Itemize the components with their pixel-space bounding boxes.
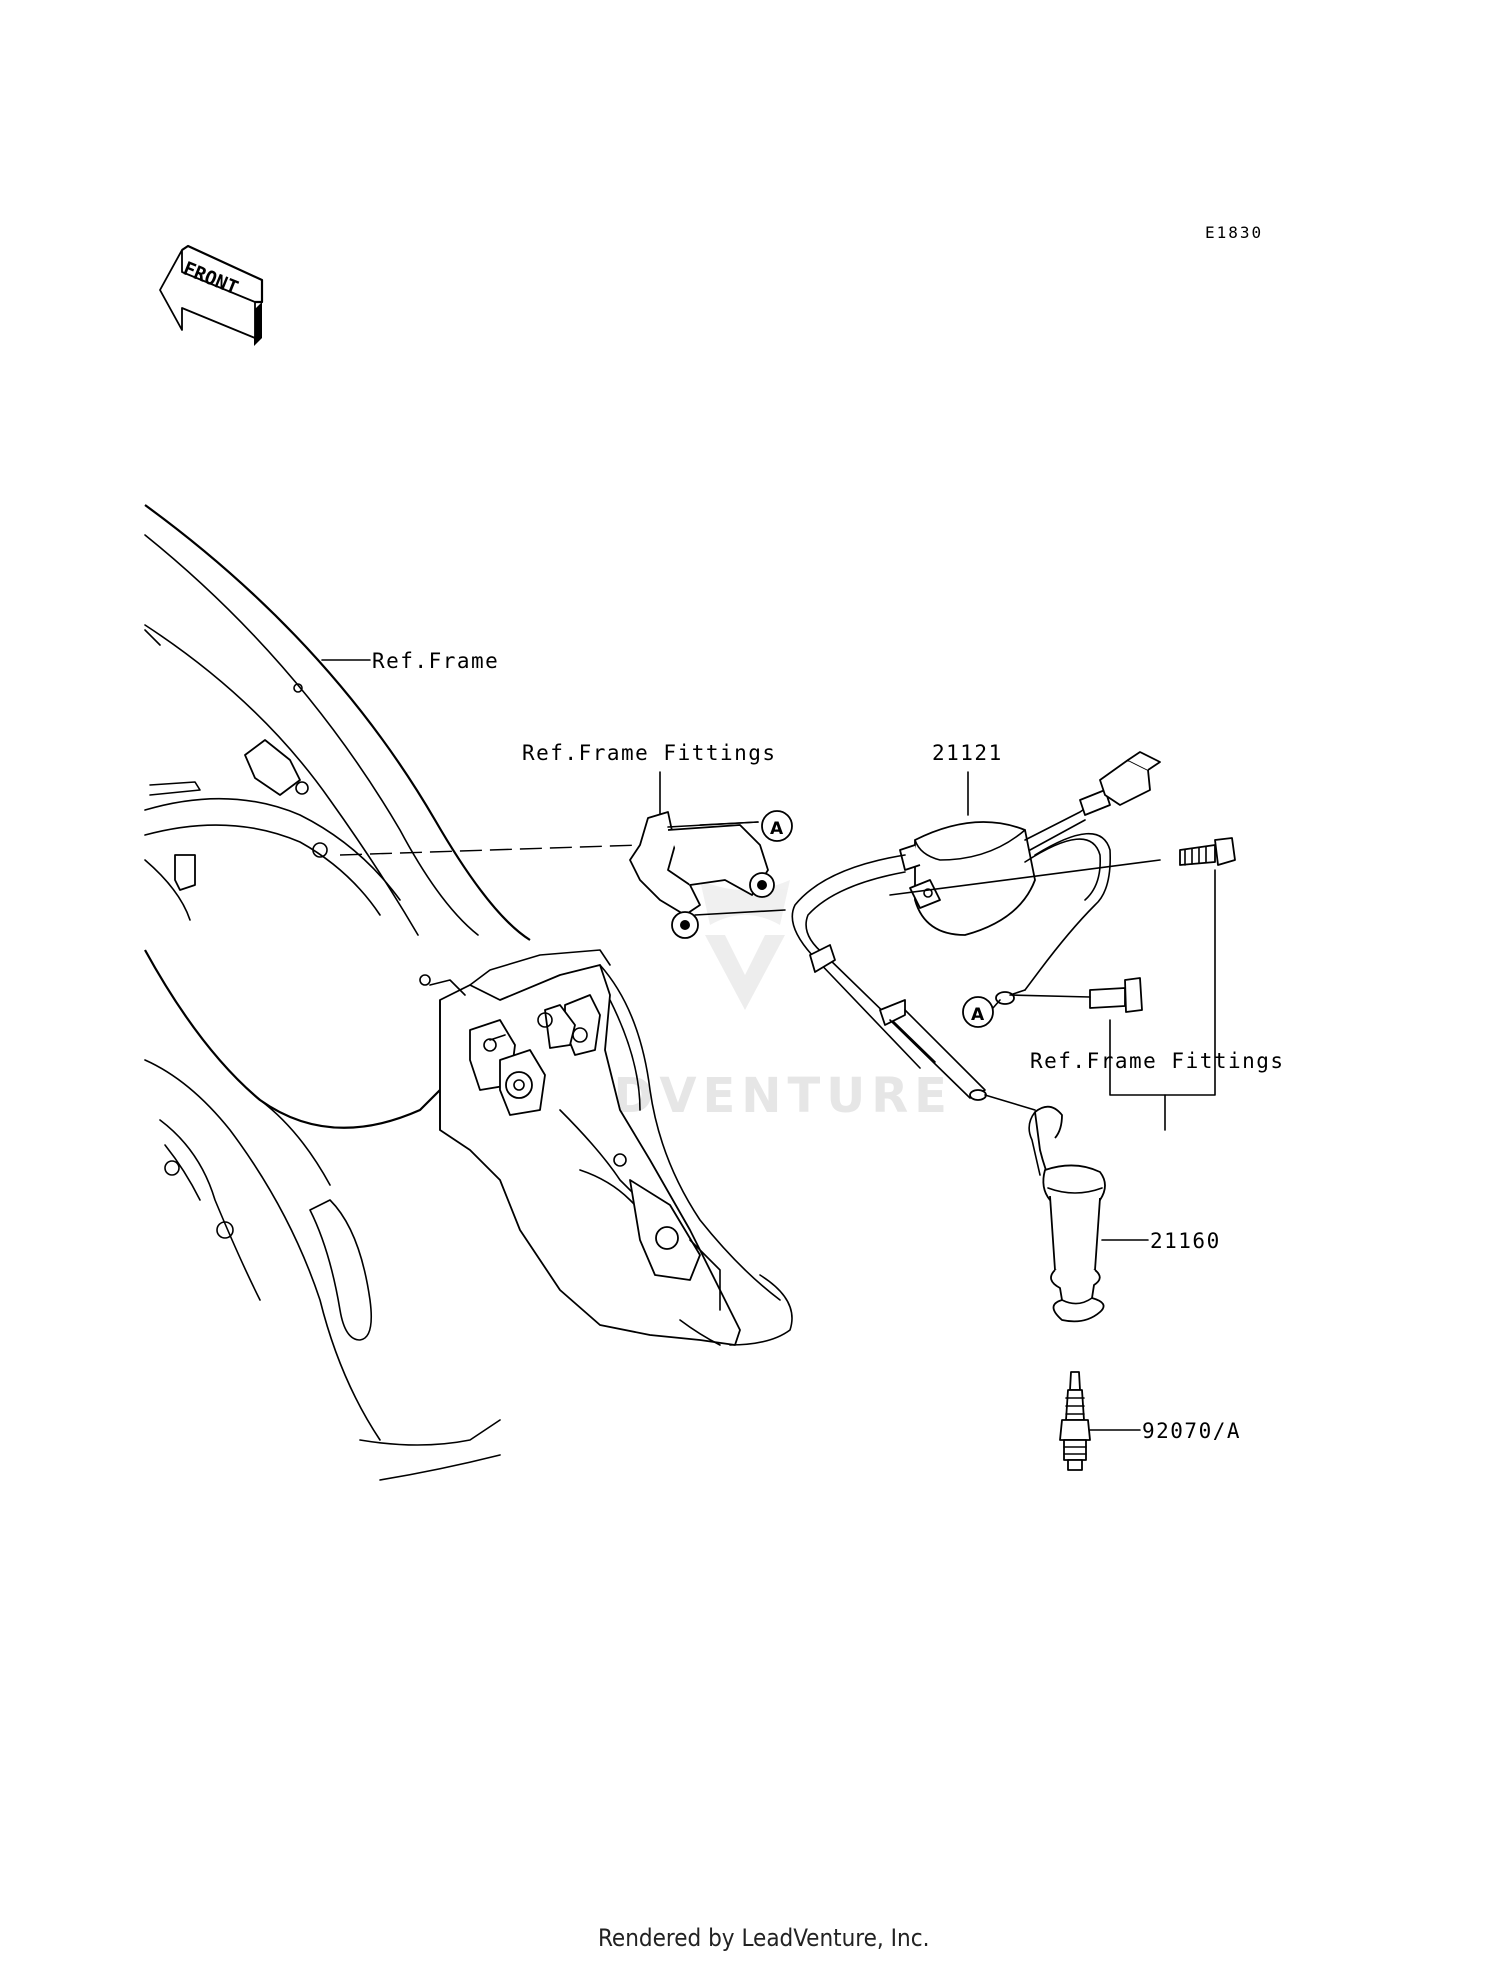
diagram-code: E1830: [1205, 223, 1263, 242]
watermark-logo: [700, 880, 790, 1010]
callout-ref-frame-fittings-top: Ref.Frame Fittings: [522, 741, 777, 765]
marker-a-top-circle: [761, 810, 793, 842]
marker-a-bottom-circle: [962, 996, 994, 1028]
marker-a-top-leader: [699, 821, 759, 826]
bolt-top-right: [1179, 837, 1236, 866]
marker-a-bottom-label: A: [971, 1005, 985, 1025]
mounting-bracket: [629, 811, 775, 939]
ref-frame-fittings-right-bracket: [1109, 869, 1216, 1096]
front-direction-arrow-icon: FRONT: [159, 244, 264, 346]
marker-a-top-label: A: [770, 819, 784, 839]
frame-drawing: [144, 504, 793, 1481]
bolt-lower: [1009, 977, 1143, 1013]
callout-ref-frame: Ref.Frame: [372, 649, 499, 673]
spark-plug: [1059, 1371, 1091, 1471]
footer-credit: Rendered by LeadVenture, Inc.: [598, 1924, 929, 1952]
ref-line-frame-to-bracket: [339, 844, 641, 856]
ignition-coil: [791, 751, 1161, 1101]
callout-plug-cap: 21160: [1150, 1229, 1221, 1253]
spark-plug-cap: [1028, 1105, 1106, 1323]
callout-ref-frame-fittings-right: Ref.Frame Fittings: [1030, 1049, 1285, 1073]
callout-coil: 21121: [932, 741, 1003, 765]
callout-spark-plug: 92070/A: [1142, 1419, 1241, 1443]
